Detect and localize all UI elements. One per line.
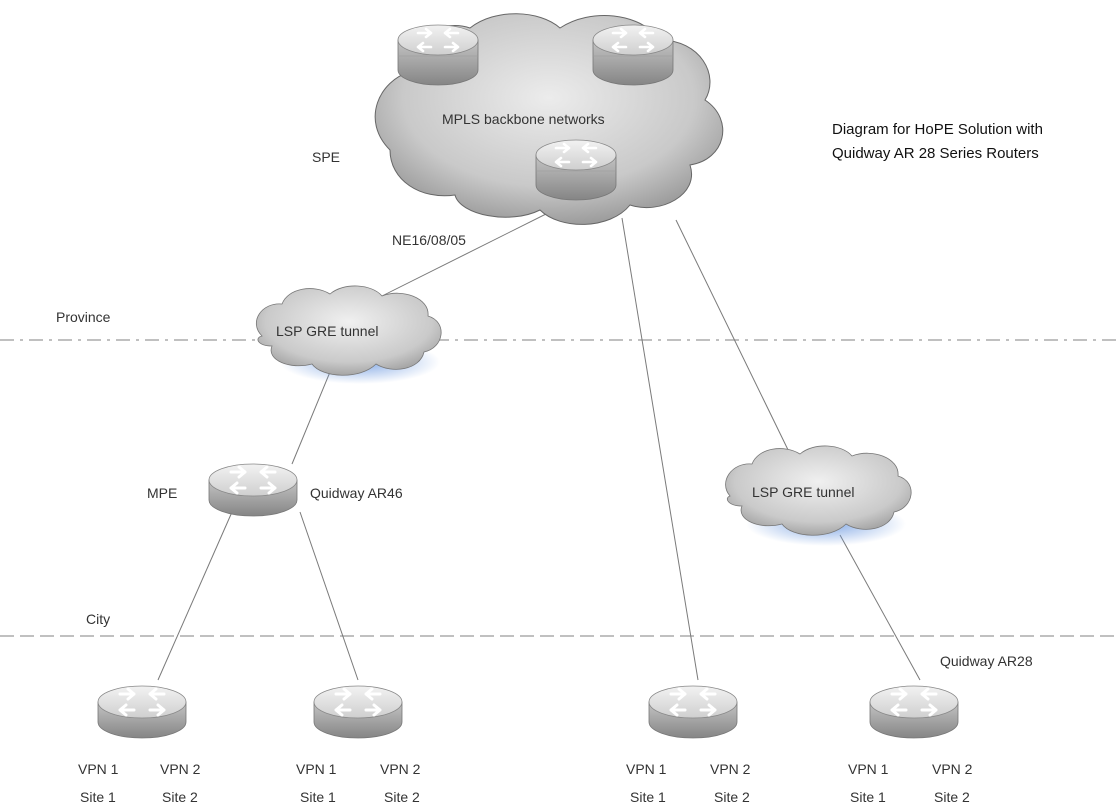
site-group-3: VPN 1 VPN 2 Site 1 Site 2	[626, 684, 751, 805]
province-label: Province	[56, 309, 111, 325]
site-3-site2: Site 2	[714, 789, 750, 805]
site-router-3	[647, 684, 739, 740]
link-mpe-site1	[157, 511, 233, 681]
site-4-site1: Site 1	[850, 789, 886, 805]
site-4-vpn2: VPN 2	[932, 761, 973, 777]
mpls-backbone-cloud: MPLS backbone networks	[374, 13, 724, 225]
quidway-ar28-label: Quidway AR28	[940, 653, 1033, 669]
lsp-gre-tunnel-right-label: LSP GRE tunnel	[752, 484, 854, 500]
site-router-2	[312, 684, 404, 740]
link-backbone-right-tunnel	[675, 219, 793, 459]
site-router-4	[868, 684, 960, 740]
site-group-2: VPN 1 VPN 2 Site 1 Site 2	[296, 684, 421, 805]
site-2-site2: Site 2	[384, 789, 420, 805]
mpe-router	[207, 462, 299, 518]
mpe-label: MPE	[147, 485, 177, 501]
site-2-vpn2: VPN 2	[380, 761, 421, 777]
lsp-gre-tunnel-left-label: LSP GRE tunnel	[276, 323, 378, 339]
site-3-vpn1: VPN 1	[626, 761, 667, 777]
site-1-vpn1: VPN 1	[78, 761, 119, 777]
link-backbone-site3	[621, 217, 699, 681]
site-3-vpn2: VPN 2	[710, 761, 751, 777]
backbone-router-right	[591, 23, 675, 87]
site-group-1: VPN 1 VPN 2 Site 1 Site 2	[78, 684, 201, 805]
lsp-gre-tunnel-right: LSP GRE tunnel	[725, 445, 912, 546]
city-label: City	[86, 611, 110, 627]
site-3-site1: Site 1	[630, 789, 666, 805]
backbone-label: MPLS backbone networks	[442, 111, 605, 127]
diagram-title-line1: Diagram for HoPE Solution with	[832, 121, 1043, 138]
site-1-site2: Site 2	[162, 789, 198, 805]
ne16-label: NE16/08/05	[392, 232, 466, 248]
diagram-title-line2: Quidway AR 28 Series Routers	[832, 145, 1039, 162]
link-mpe-site2	[299, 511, 359, 681]
site-1-site1: Site 1	[80, 789, 116, 805]
quidway-ar46-label: Quidway AR46	[310, 485, 403, 501]
backbone-router-ne16	[534, 138, 618, 202]
backbone-router-left	[396, 23, 480, 87]
lsp-gre-tunnel-left: LSP GRE tunnel	[256, 285, 442, 384]
link-backbone-left-tunnel	[369, 211, 551, 303]
site-group-4: VPN 1 VPN 2 Site 1 Site 2	[848, 684, 973, 805]
site-4-site2: Site 2	[934, 789, 970, 805]
site-2-site1: Site 1	[300, 789, 336, 805]
site-1-vpn2: VPN 2	[160, 761, 201, 777]
site-2-vpn1: VPN 1	[296, 761, 337, 777]
site-4-vpn1: VPN 1	[848, 761, 889, 777]
link-right-tunnel-ar28	[839, 534, 921, 681]
connection-lines	[157, 211, 921, 681]
spe-label: SPE	[312, 149, 340, 165]
link-left-tunnel-mpe	[291, 371, 331, 465]
site-router-1	[96, 684, 188, 740]
